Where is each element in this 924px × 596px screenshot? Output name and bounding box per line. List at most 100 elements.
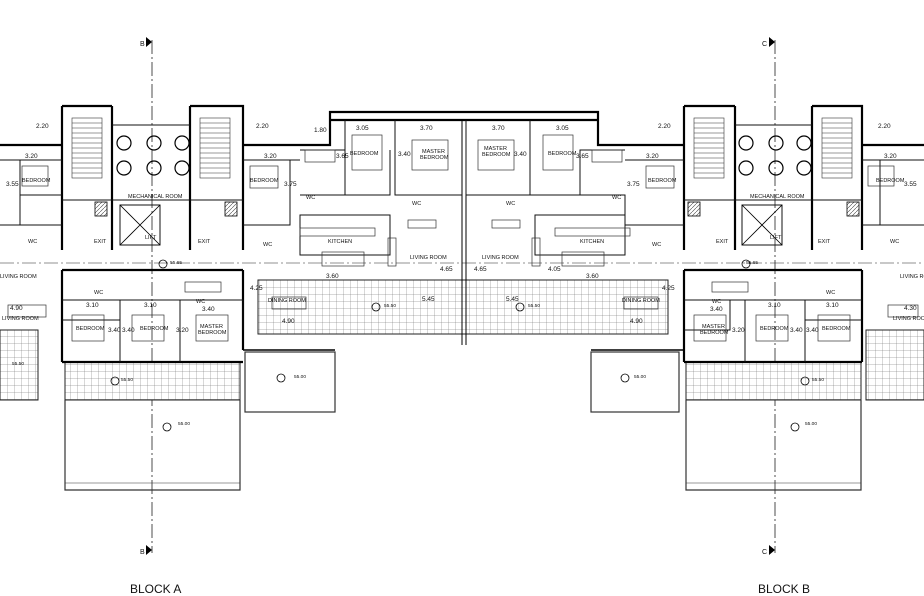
section-label-b-top: B bbox=[140, 41, 145, 48]
dim-3-20-a: 3.20 bbox=[25, 153, 38, 160]
room-label-master-2b: BEDROOM bbox=[482, 152, 511, 158]
dim-4-25-a: 4.25 bbox=[250, 285, 263, 292]
level-marker-icon bbox=[790, 422, 800, 432]
room-label-master-4a: MASTER bbox=[702, 324, 725, 330]
dim-3-65-b: 3.65 bbox=[576, 153, 589, 160]
level-55-65-b: 55.65 bbox=[746, 260, 758, 266]
table-icon bbox=[561, 251, 605, 267]
bed-icon bbox=[351, 134, 383, 171]
room-label-exit-2: EXIT bbox=[198, 239, 211, 245]
dim-5-45-b: 5.45 bbox=[506, 296, 519, 303]
terrace-left-edge bbox=[0, 329, 39, 401]
dim-3-40-a: 3.40 bbox=[398, 151, 411, 158]
level-marker-icon bbox=[371, 302, 381, 312]
dim-4-90-b: 4.90 bbox=[630, 318, 643, 325]
room-label-bedroom-1: BEDROOM bbox=[22, 178, 51, 184]
dim-2-20-d: 2.20 bbox=[878, 123, 891, 130]
terrace-block-b bbox=[685, 361, 862, 401]
partitions bbox=[0, 120, 924, 362]
dim-4-65-a: 4.65 bbox=[440, 266, 453, 273]
room-label-bedroom-9: BEDROOM bbox=[760, 326, 789, 332]
room-label-bedroom-6: BEDROOM bbox=[876, 178, 905, 184]
room-label-exit-4: EXIT bbox=[818, 239, 831, 245]
pump-icon bbox=[796, 160, 812, 176]
dim-3-70-a: 3.70 bbox=[420, 125, 433, 132]
level-55-50-c: 55.50 bbox=[121, 377, 133, 383]
bed-icon bbox=[71, 314, 105, 342]
dim-3-10-d: 3.10 bbox=[826, 302, 839, 309]
bed-icon bbox=[755, 314, 789, 342]
slab-mid-right bbox=[590, 351, 680, 413]
sofa-icon bbox=[531, 237, 541, 267]
room-label-wc-5: WC bbox=[506, 201, 515, 207]
pump-icon bbox=[116, 135, 132, 151]
kitchen-counter bbox=[299, 227, 376, 237]
room-label-master-1b: BEDROOM bbox=[420, 155, 449, 161]
bed-icon bbox=[195, 314, 229, 342]
slab-block-b bbox=[685, 400, 862, 491]
terrace-right-edge bbox=[865, 329, 924, 401]
dim-3-75-a: 3.75 bbox=[284, 181, 297, 188]
room-label-living-4: LIVING ROOM bbox=[2, 316, 39, 322]
block-a-label: BLOCK A bbox=[130, 582, 182, 596]
room-label-wc-6: WC bbox=[612, 195, 621, 201]
level-marker-icon bbox=[162, 422, 172, 432]
pump-icon bbox=[738, 160, 754, 176]
room-label-master-3a: MASTER bbox=[200, 324, 223, 330]
room-label-living-1: LIVING ROOM bbox=[410, 255, 447, 261]
level-marker-icon bbox=[741, 259, 751, 269]
slab-mid-left bbox=[244, 351, 336, 413]
dim-3-70-b: 3.70 bbox=[492, 125, 505, 132]
sofa-icon bbox=[887, 304, 919, 318]
dim-3-60-a: 3.60 bbox=[326, 273, 339, 280]
level-55-50-a: 55.50 bbox=[384, 303, 396, 309]
level-55-00-c: 55.00 bbox=[178, 421, 190, 427]
bathtub-icon bbox=[591, 149, 623, 163]
terrace-center bbox=[257, 279, 669, 335]
sofa-icon bbox=[407, 219, 437, 229]
terrace-block-a bbox=[64, 361, 241, 401]
room-label-wc-4: WC bbox=[412, 201, 421, 207]
bed-icon bbox=[131, 314, 165, 342]
wall-core-a bbox=[60, 104, 245, 250]
section-label-c-bottom: C bbox=[762, 549, 767, 556]
stair-steps bbox=[72, 122, 852, 174]
partition-set-a bbox=[0, 120, 462, 256]
dim-3-10-c: 3.10 bbox=[768, 302, 781, 309]
wall-upper-apartments bbox=[0, 110, 924, 147]
dim-3-10-a: 3.10 bbox=[86, 302, 99, 309]
section-label-c-top: C bbox=[762, 41, 767, 48]
section-marker-b-bottom-icon bbox=[146, 545, 152, 555]
table-icon bbox=[321, 251, 365, 267]
bed-icon bbox=[477, 139, 515, 171]
dim-3-40-g: 3.40 bbox=[790, 327, 803, 334]
table-icon bbox=[271, 296, 307, 310]
dim-3-20-f: 3.20 bbox=[732, 327, 745, 334]
dim-3-20-d: 3.20 bbox=[884, 153, 897, 160]
lift-cross-b bbox=[741, 204, 783, 246]
pump-icon bbox=[116, 160, 132, 176]
level-marker-icon bbox=[110, 376, 120, 386]
dim-3-60-b: 3.60 bbox=[586, 273, 599, 280]
table-icon bbox=[623, 296, 659, 310]
bed-icon bbox=[249, 165, 279, 189]
dim-2-20-c: 2.20 bbox=[658, 123, 671, 130]
section-marker-b-top-icon bbox=[146, 37, 152, 47]
room-label-mechanical-b: MECHANICAL ROOM bbox=[750, 194, 805, 200]
dim-3-20-c: 3.20 bbox=[646, 153, 659, 160]
level-marker-icon bbox=[276, 373, 286, 383]
room-label-bedroom-7: BEDROOM bbox=[76, 326, 105, 332]
level-55-65-a: 55.65 bbox=[170, 260, 182, 266]
lift-cross-a bbox=[119, 204, 161, 246]
level-55-50-d: 55.50 bbox=[812, 377, 824, 383]
room-label-wc-1: WC bbox=[28, 239, 37, 245]
room-label-dining-2: DINING ROOM bbox=[622, 298, 660, 304]
room-label-living-6: LIVING ROOM bbox=[900, 274, 924, 280]
room-label-wc-2: WC bbox=[263, 242, 272, 248]
kitchen-counter bbox=[554, 227, 631, 237]
section-label-b-bottom: B bbox=[140, 549, 145, 556]
terraces bbox=[0, 279, 924, 401]
lower-slabs bbox=[64, 351, 862, 491]
room-label-wc-11: WC bbox=[712, 299, 721, 305]
